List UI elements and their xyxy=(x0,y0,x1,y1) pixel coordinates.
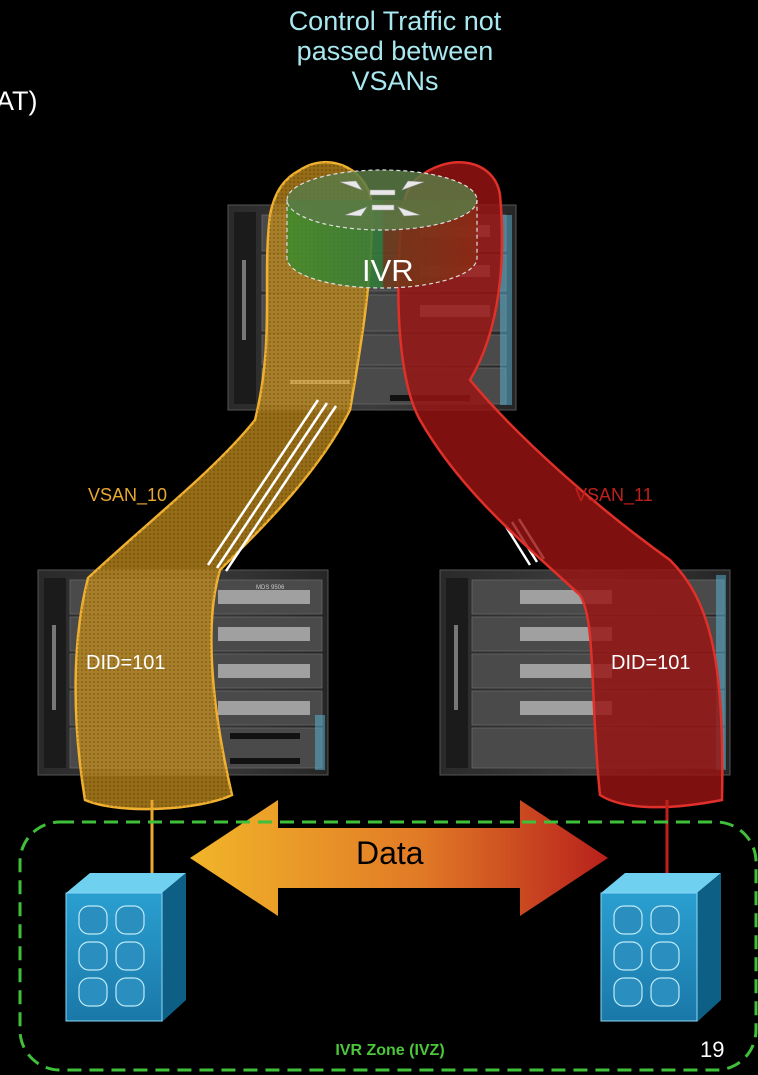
vsan11-tunnel xyxy=(397,161,724,809)
ivr-label: IVR xyxy=(362,253,414,288)
cut-off-title-text: AT) xyxy=(0,86,38,116)
vsan10-label: VSAN_10 xyxy=(88,485,168,505)
page-number: 19 xyxy=(700,1037,725,1062)
vsan10-tunnel-texture xyxy=(75,162,372,810)
data-arrow xyxy=(190,800,608,916)
ivr-zone-border xyxy=(18,820,758,1072)
isl-links-left xyxy=(206,399,338,572)
data-label: Data xyxy=(356,835,424,871)
callout-line: Control Traffic not xyxy=(288,6,502,36)
ivr-router-icon xyxy=(286,169,478,289)
callout-line: passed between xyxy=(296,36,494,66)
storage-array-icon xyxy=(600,873,721,1022)
did-left-label: DID=101 xyxy=(86,652,166,674)
storage-array-icon xyxy=(65,873,186,1022)
did-right-label: DID=101 xyxy=(611,652,691,674)
switch-model-text: MDS 9506 xyxy=(256,585,285,591)
vsan11-label: VSAN_11 xyxy=(575,485,653,505)
ivr-zone-label: IVR Zone (IVZ) xyxy=(335,1042,445,1059)
callout-line: VSANs xyxy=(351,66,439,96)
control-traffic-callout: Control Traffic not passed between VSANs xyxy=(230,6,560,96)
